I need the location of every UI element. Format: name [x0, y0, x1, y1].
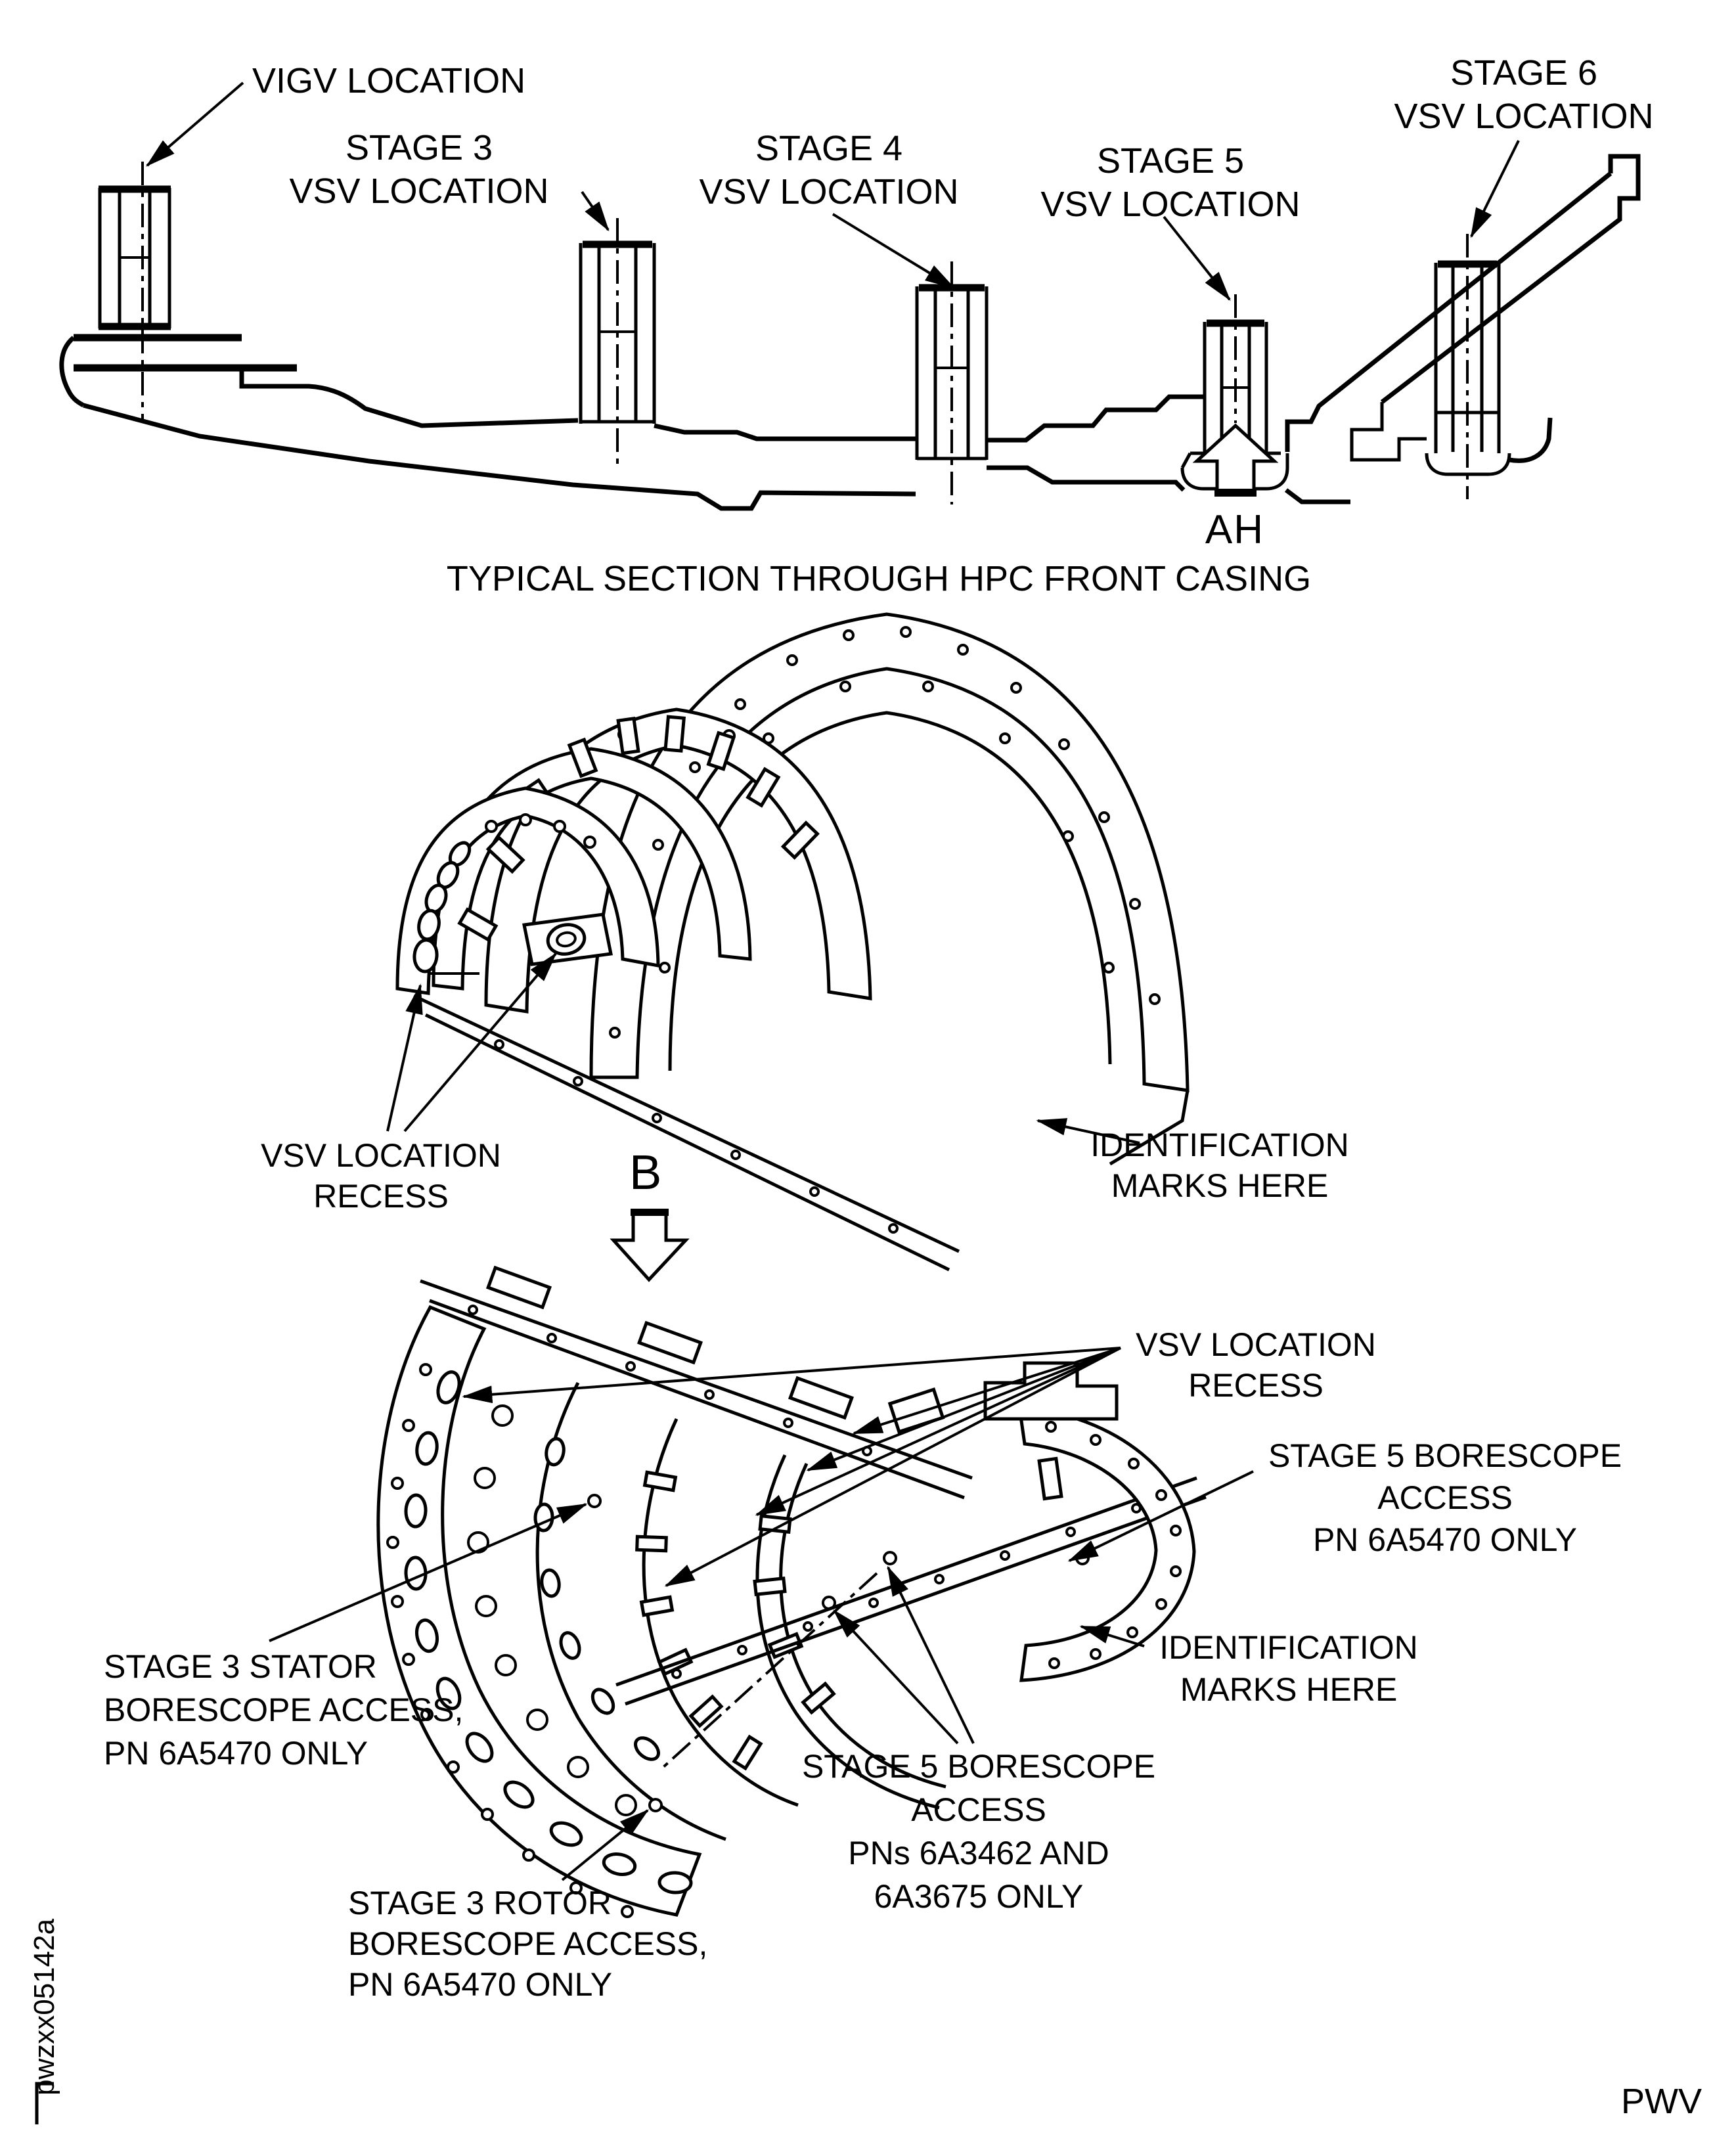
upper-casing-half-drawing [395, 612, 1190, 1272]
label-lower-identification-marks: IDENTIFICATION MARKS HERE [1159, 1629, 1418, 1708]
leader-vigv-location [145, 81, 244, 167]
leader-stage5-vsv [1163, 215, 1231, 302]
leader-lower-vsv-recess-2 [852, 1347, 1121, 1435]
label-view-ah: AH [1205, 507, 1265, 552]
stage3-stator-borescope-hole [587, 1494, 602, 1508]
leader-lower-vsv-recess-4 [755, 1347, 1121, 1516]
caption-typical-section: TYPICAL SECTION THROUGH HPC FRONT CASING [446, 559, 1312, 598]
upper-casing-split-flange-rail [412, 994, 960, 1272]
label-stage3-rotor-borescope: STAGE 3 ROTOR BORESCOPE ACCESS, PN 6A547… [348, 1885, 708, 2003]
leader-lower-id-marks [1079, 1625, 1145, 1647]
label-stage5-borescope-pns: STAGE 5 BORESCOPE ACCESS PNs 6A3462 AND … [801, 1748, 1156, 1915]
leader-stage4-vsv [832, 213, 956, 289]
stage4-vsv-boss [915, 261, 989, 504]
figure-code: pwzxx05142a [28, 1918, 60, 2095]
label-stage3-vsv-location: STAGE 3 VSV LOCATION [289, 128, 549, 211]
leader-stage3-rotor [561, 1809, 650, 1881]
lower-casing-half-drawing [376, 1265, 1207, 1918]
leader-stage5-access-pn6a5470 [1067, 1470, 1254, 1562]
stage6-vsv-boss [1425, 234, 1511, 499]
lower-casing-vsv-recess-holes [386, 1363, 693, 1918]
lower-casing-aft-ring [887, 1361, 1196, 1682]
label-stage3-stator-borescope: STAGE 3 STATOR BORESCOPE ACCESS, PN 6A54… [104, 1648, 464, 1772]
leader-arrows [145, 81, 1520, 1881]
lower-casing-near-flange-rail [615, 1476, 1207, 1706]
leader-lower-vsv-recess-1 [462, 1347, 1121, 1404]
leader-stage5-access-pns-2 [833, 1609, 959, 1745]
label-upper-identification-marks: IDENTIFICATION MARKS HERE [1090, 1127, 1349, 1204]
label-lower-vsv-location-recess: VSV LOCATION RECESS [1136, 1326, 1376, 1404]
stage3-vsv-boss [579, 218, 656, 470]
view-ah-arrow-icon [1192, 423, 1279, 497]
figure-code-bracket [35, 2082, 54, 2124]
label-stage5-vsv-location: STAGE 5 VSV LOCATION [1040, 141, 1301, 224]
label-stage4-vsv-location: STAGE 4 VSV LOCATION [699, 129, 959, 212]
label-stage5-borescope-pn6a5470: STAGE 5 BORESCOPE ACCESS PN 6A5470 ONLY [1268, 1437, 1622, 1558]
stage3-rotor-borescope-hole [648, 1798, 663, 1812]
leader-lower-vsv-recess-3 [806, 1347, 1121, 1471]
label-detail-b: B [629, 1145, 662, 1199]
leader-stage3-vsv [581, 190, 610, 232]
label-vigv-location: VIGV LOCATION [252, 61, 526, 101]
leader-upper-vsv-recess-2 [403, 952, 557, 1132]
vigv-boss [98, 162, 171, 420]
leader-lower-vsv-recess-5 [664, 1347, 1121, 1587]
upper-casing-vsv-recess-holes [412, 813, 596, 974]
leader-stage6-vsv [1470, 140, 1520, 238]
detail-b-arrow-icon [610, 1209, 690, 1282]
leader-stage3-stator [269, 1503, 588, 1642]
lower-casing-vane-slots [635, 1470, 763, 1771]
leader-upper-id-marks [1036, 1118, 1140, 1144]
label-upper-vsv-location-recess: VSV LOCATION RECESS [261, 1137, 501, 1215]
lower-casing-far-flange-rail [420, 1265, 973, 1500]
leader-upper-vsv-recess-1 [386, 983, 423, 1132]
leader-stage5-access-pns-1 [887, 1565, 975, 1744]
label-stage6-vsv-location: STAGE 6 VSV LOCATION [1394, 53, 1654, 136]
hpc-cross-section-drawing [59, 154, 1641, 511]
publisher-code: PWV [1621, 2082, 1703, 2121]
